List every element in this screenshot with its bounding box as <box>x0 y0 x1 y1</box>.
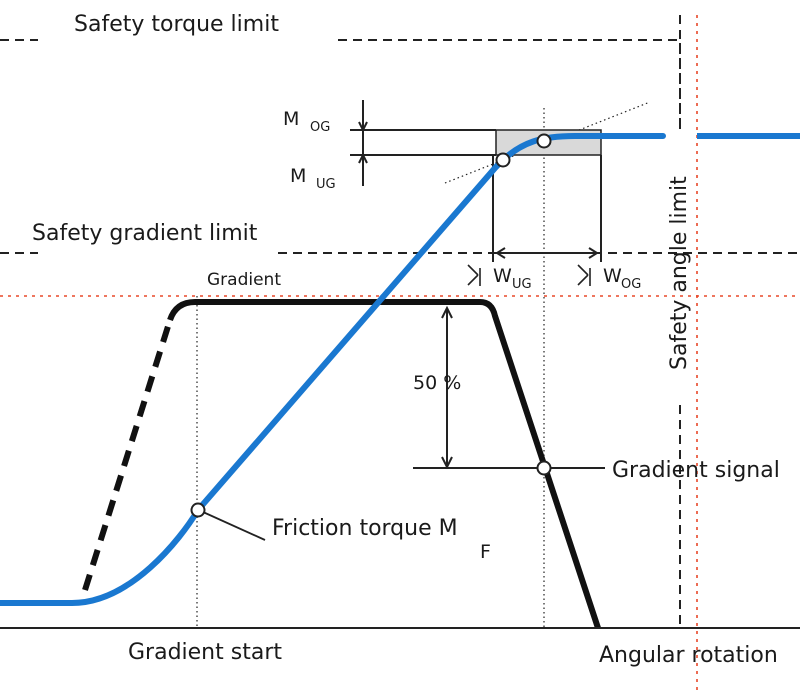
friction-torque-subscript: F <box>480 541 491 563</box>
w-og-label: W <box>603 265 622 287</box>
safety-torque-limit-line <box>0 39 681 130</box>
angular-rotation-label: Angular rotation <box>599 643 778 668</box>
gradient-start-label: Gradient start <box>128 640 282 665</box>
fifty-percent-label: 50 % <box>413 372 461 394</box>
safety-angle-limit-label: Safety angle limit <box>667 176 692 370</box>
gradient-signal-label: Gradient signal <box>612 458 780 483</box>
w-ug-subscript: UG <box>512 277 532 292</box>
window-upper-point <box>536 133 552 149</box>
friction-torque-point <box>190 502 206 518</box>
m-ug-label: M <box>290 165 306 187</box>
m-og-subscript: OG <box>310 120 330 135</box>
w-ug-label: W <box>493 265 512 287</box>
gradient-signal-point <box>536 460 552 476</box>
gradient-label: Gradient <box>207 270 281 290</box>
friction-torque-leader <box>202 511 266 541</box>
gradient-curve-dashed <box>82 319 173 591</box>
w-ug-marker-icon <box>467 264 481 286</box>
w-og-subscript: OG <box>621 277 641 292</box>
friction-torque-label: Friction torque M <box>272 516 458 541</box>
gradient-curve <box>167 299 601 629</box>
window-width-arrow <box>495 247 599 259</box>
w-og-marker-icon <box>577 264 591 286</box>
tangent-line <box>444 101 651 184</box>
m-og-label: M <box>283 108 299 130</box>
safety-gradient-limit-label: Safety gradient limit <box>32 221 258 246</box>
torque-window-dimension <box>350 100 496 186</box>
m-ug-subscript: UG <box>316 177 336 192</box>
window-lower-point <box>495 152 511 168</box>
safety-torque-limit-label: Safety torque limit <box>74 12 279 37</box>
